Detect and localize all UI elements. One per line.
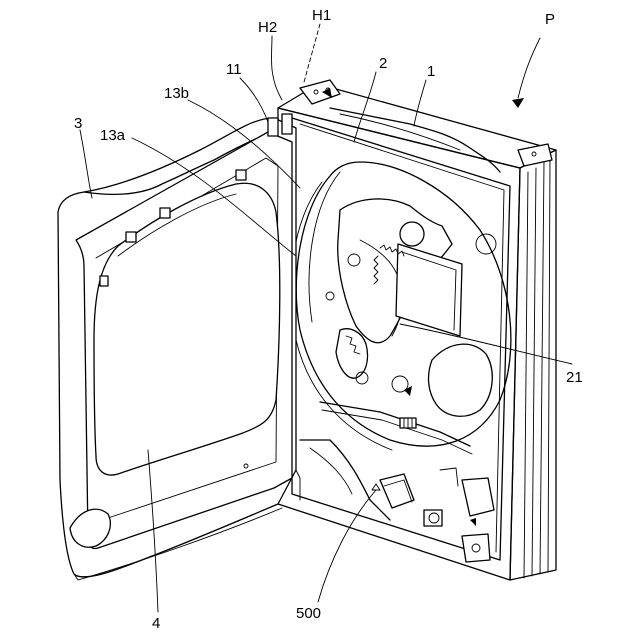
lid-door	[58, 114, 300, 580]
label-1: 1	[427, 63, 435, 80]
label-13b: 13b	[164, 85, 189, 102]
label-4: 4	[152, 615, 160, 632]
label-H2: H2	[258, 19, 277, 36]
label-H1: H1	[312, 7, 331, 24]
label-P: P	[545, 11, 555, 28]
label-3: 3	[74, 115, 82, 132]
label-500: 500	[296, 605, 321, 622]
disc-tray-area	[291, 162, 511, 454]
label-13a: 13a	[100, 127, 126, 144]
label-21: 21	[566, 369, 583, 386]
label-11: 11	[226, 61, 242, 78]
bottom-mechanism	[300, 440, 494, 562]
main-casing	[278, 80, 556, 580]
label-2: 2	[379, 55, 387, 72]
